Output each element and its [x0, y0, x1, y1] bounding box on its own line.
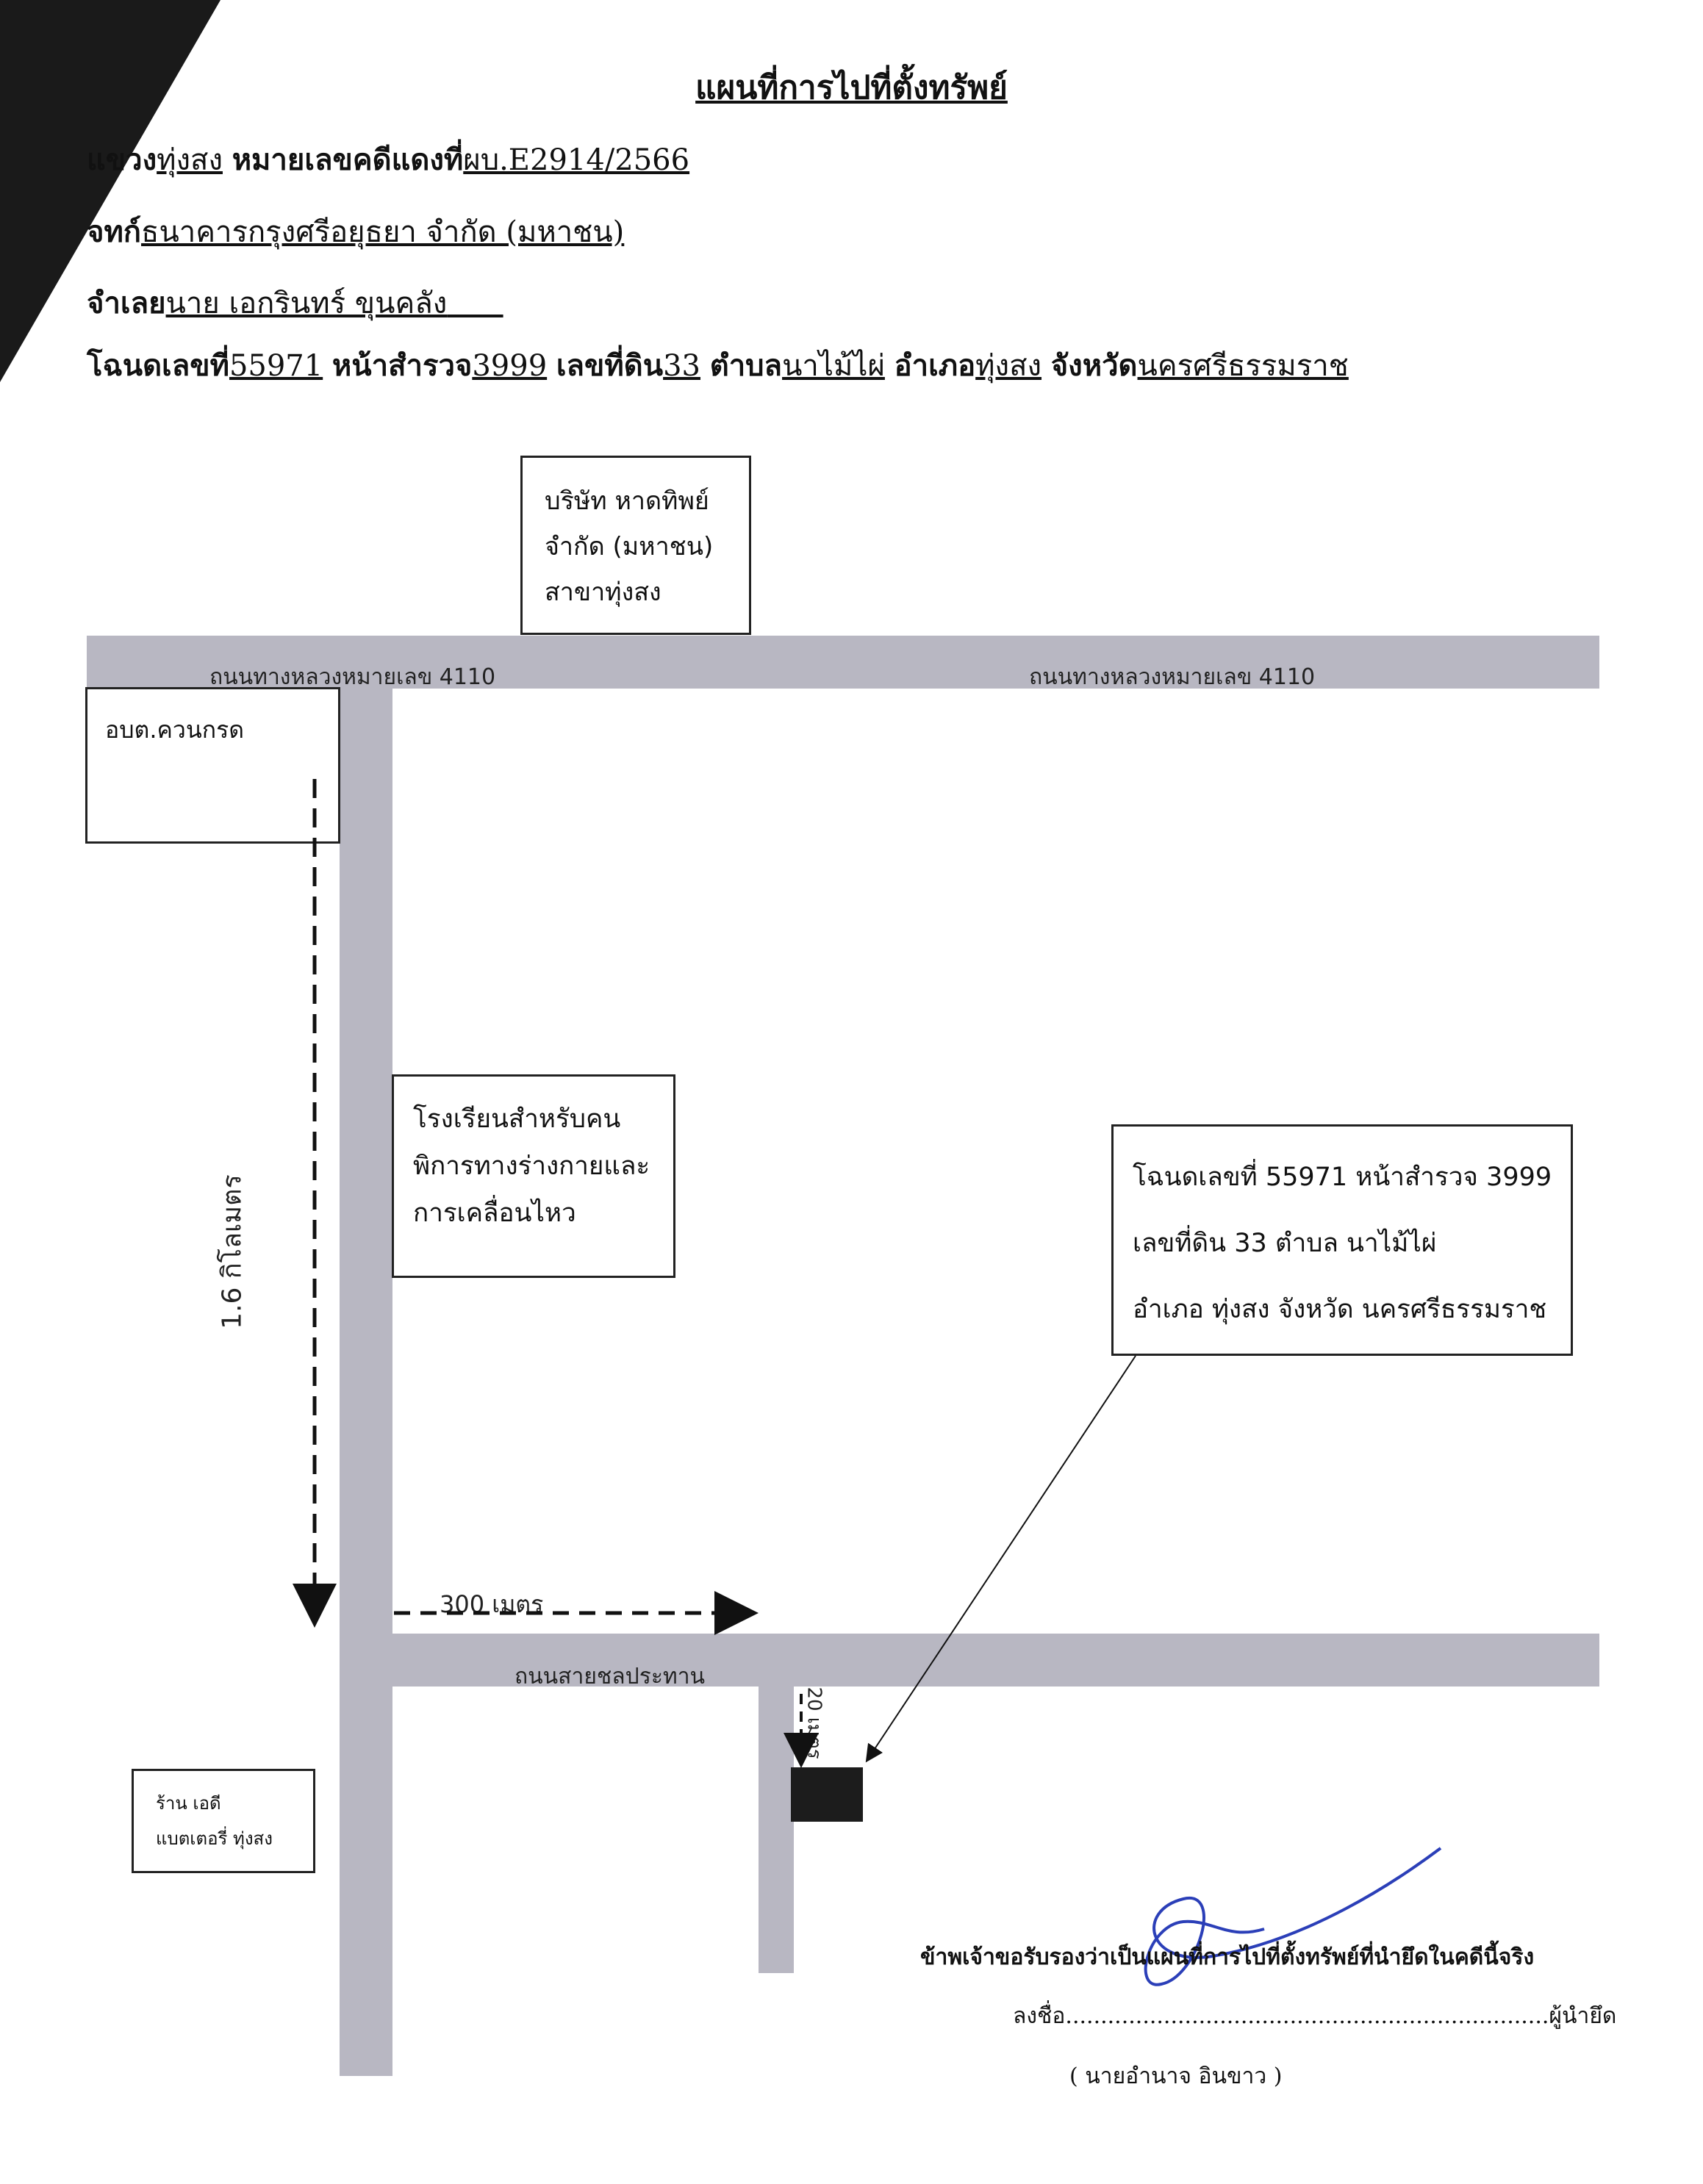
scan-corner-shadow [0, 0, 221, 382]
subject-land-parcel [791, 1767, 863, 1822]
case-line: แขวงทุ่งสง หมายเลขคดีแดงที่ผบ.E2914/2566 [87, 143, 690, 177]
company-landmark-box: บริษัท หาดทิพย์จำกัด (มหาชน)สาขาทุ่งสง [520, 456, 751, 635]
signer-name: ( นายอำนาจ อินขาว ) [1069, 2063, 1283, 2089]
defendant-line: จำเลยนาย เอกรินทร์ ขุนคลัง [87, 286, 448, 320]
obt-landmark-box: อบต.ควนกรด [85, 687, 340, 844]
road-label-bottom: ถนนสายชลประทาน [515, 1664, 706, 1689]
highway-4110-road [87, 636, 1599, 689]
certification-statement: ข้าพเจ้าขอรับรองว่าเป็นแผนที่การไปที่ตั้… [920, 1944, 1535, 1970]
page-title: แผนที่การไปที่ตั้งทรัพย์ [695, 69, 1008, 107]
shop-landmark-box: ร้าน เอดีแบตเตอรี่ ทุ่งสง [132, 1769, 315, 1873]
pointer-line-to-parcel [865, 1355, 1136, 1763]
vertical-connector-road [340, 689, 392, 2076]
deed-line: โฉนดเลขที่55971 หน้าสำรวจ3999 เลขที่ดิน3… [87, 348, 1349, 383]
signature-line: ลงชื่อ..................................… [1013, 2003, 1617, 2029]
road-label-left: ถนนทางหลวงหมายเลข 4110 [209, 664, 496, 690]
plaintiff-line: จทก์ธนาคารกรุงศรีอยุธยา จำกัด (มหาชน) [87, 215, 625, 249]
road-label-right: ถนนทางหลวงหมายเลข 4110 [1029, 664, 1316, 690]
school-landmark-box: โรงเรียนสำหรับคนพิการทางร่างกายและการเคล… [392, 1074, 675, 1278]
irrigation-road [392, 1634, 1599, 1687]
signature-scribble [1144, 1847, 1442, 1986]
